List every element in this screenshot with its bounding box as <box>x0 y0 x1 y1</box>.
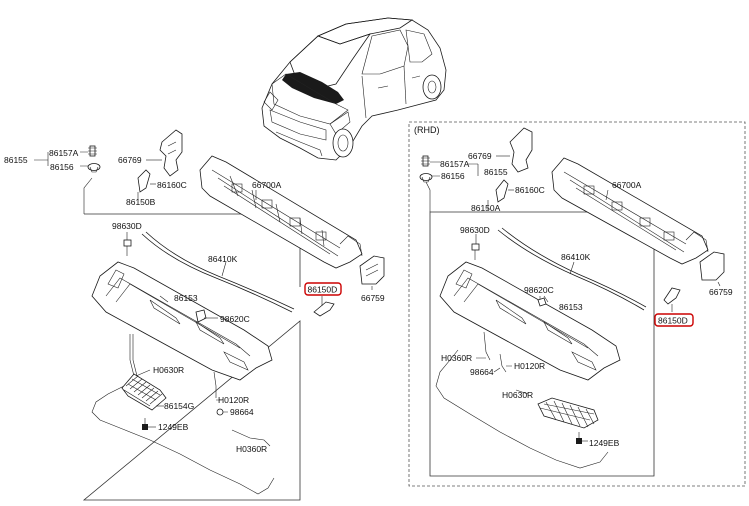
rhd-clip-86157a <box>421 155 430 167</box>
rhd-labels: 66769 86157A 86156 86155 86160C 66700A 8… <box>440 151 733 448</box>
seal-86150d <box>313 301 335 317</box>
bracket-66769 <box>159 129 183 177</box>
rhd-cowl-panel-66700a <box>551 157 709 265</box>
label-98620c: 98620C <box>220 314 250 324</box>
rhd-label-86153: 86153 <box>559 302 583 312</box>
rhd-bracket-86160c <box>495 179 509 203</box>
rhd-label-86410k: 86410K <box>561 252 591 262</box>
rhd-label-98620c: 98620C <box>524 285 554 295</box>
label-86150d: 86150D <box>308 285 338 295</box>
rhd-hose-h0630r <box>435 349 609 469</box>
clip-86157a <box>88 145 97 157</box>
label-86160c: 86160C <box>157 180 187 190</box>
rhd-assembly: (RHD) <box>408 121 746 487</box>
cowl-panel-66700a <box>199 155 363 269</box>
label-66700a: 66700A <box>252 180 282 190</box>
rhd-grommet-86156 <box>419 173 433 183</box>
grommet-86156 <box>87 163 101 173</box>
hose-h0360r <box>231 429 271 447</box>
lhd-labels: 86157A 86155 86156 66769 86160C 86150B 6… <box>4 148 385 454</box>
rhd-hose-h0360r <box>483 331 491 361</box>
rhd-group-frame <box>429 211 655 477</box>
rhd-label-h0360r: H0360R <box>441 353 472 363</box>
rhd-grille <box>537 397 599 429</box>
rhd-label-86155: 86155 <box>484 167 508 177</box>
label-h0630r: H0630R <box>153 365 184 375</box>
rhd-bolt-1249eb <box>576 432 582 444</box>
label-86155: 86155 <box>4 155 28 165</box>
rhd-highlight-box-86150d <box>654 313 694 327</box>
rhd-seal-86150d <box>663 287 681 305</box>
label-h0360r: H0360R <box>236 444 267 454</box>
label-86154g: 86154G <box>164 401 194 411</box>
rhd-bracket-66769 <box>509 127 533 173</box>
label-86157a: 86157A <box>49 148 79 158</box>
label-1249eb: 1249EB <box>158 422 189 432</box>
cowl-cover-86153 <box>91 261 273 381</box>
label-98630d: 98630D <box>112 221 142 231</box>
rhd-cowl-cover-86153 <box>439 261 621 381</box>
rhd-label-1249eb: 1249EB <box>589 438 620 448</box>
rhd-weatherstrip-86410k <box>497 229 645 311</box>
rhd-label-h0120r: H0120R <box>514 361 545 371</box>
grille-86154g <box>121 373 167 411</box>
rhd-title: (RHD) <box>414 125 440 135</box>
label-86153: 86153 <box>174 293 198 303</box>
hose-h0120r <box>213 371 217 398</box>
label-66769: 66769 <box>118 155 142 165</box>
rhd-label-86157a: 86157A <box>440 159 470 169</box>
rhd-label-98630d: 98630D <box>460 225 490 235</box>
weatherstrip-86410k <box>141 233 293 313</box>
rhd-label-86156: 86156 <box>441 171 465 181</box>
label-h0120r: H0120R <box>218 395 249 405</box>
rhd-label-66700a: 66700A <box>612 180 642 190</box>
car-illustration <box>261 17 447 161</box>
label-86410k: 86410K <box>208 254 238 264</box>
rhd-clip-98630d <box>471 243 480 260</box>
rhd-label-86160c: 86160C <box>515 185 545 195</box>
rhd-clip-98620c <box>537 297 547 307</box>
label-66759: 66759 <box>361 293 385 303</box>
rhd-bracket-66759 <box>699 251 725 281</box>
rhd-label-98664: 98664 <box>470 367 494 377</box>
bolt-1249eb <box>142 418 148 430</box>
clip-98630d <box>123 239 132 256</box>
highlight-box-86150d <box>304 282 342 296</box>
bracket-66759 <box>359 255 385 285</box>
rhd-label-86150a: 86150A <box>471 203 501 213</box>
lhd-assembly <box>34 129 385 501</box>
bracket-86160c <box>137 169 151 193</box>
rhd-label-66769: 66769 <box>468 151 492 161</box>
label-86156: 86156 <box>50 162 74 172</box>
rhd-label-66759: 66759 <box>709 287 733 297</box>
rhd-dashed-frame <box>408 121 746 487</box>
rhd-label-86150d: 86150D <box>658 316 688 326</box>
label-98664: 98664 <box>230 407 254 417</box>
rhd-label-h0630r: H0630R <box>502 390 533 400</box>
label-86150b: 86150B <box>126 197 156 207</box>
clip-98664 <box>216 408 224 416</box>
